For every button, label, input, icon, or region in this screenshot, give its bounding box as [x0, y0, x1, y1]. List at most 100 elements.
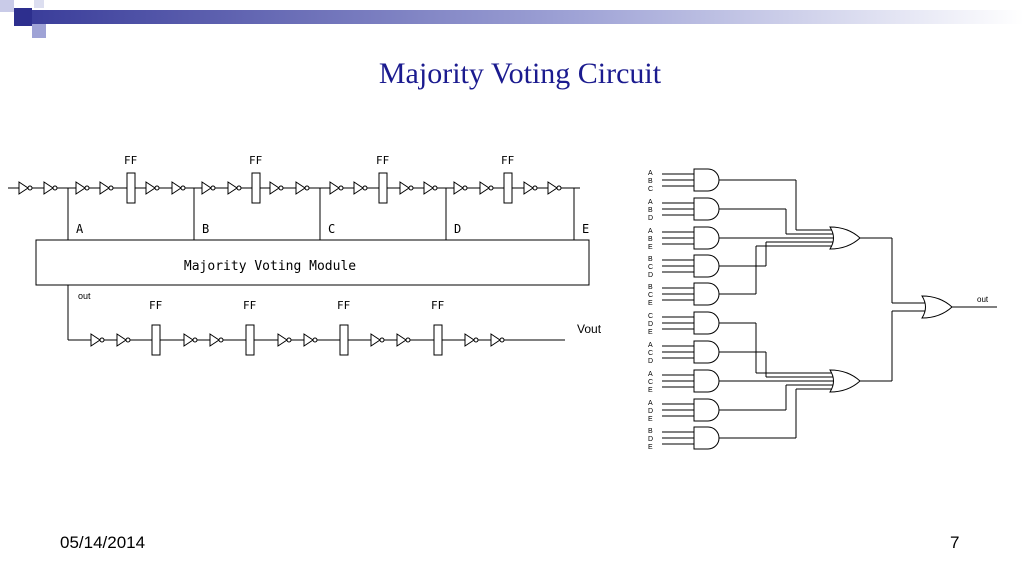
inverter-gate — [453, 181, 464, 195]
and-input-label: E — [648, 387, 653, 394]
inverter-bubble — [432, 185, 438, 191]
circuit-wires — [8, 173, 997, 445]
or-gate-upper — [829, 226, 861, 250]
inverter-bubble — [99, 337, 105, 343]
inverter-gate — [43, 181, 54, 195]
and-input-label: C — [648, 379, 653, 386]
inverter-gate — [329, 181, 340, 195]
and-input-label: B — [648, 178, 653, 185]
flip-flop — [339, 324, 349, 356]
and-input-label: D — [648, 408, 653, 415]
inverter-gate — [479, 181, 490, 195]
and-gate — [693, 226, 720, 250]
header-square-dark — [14, 8, 32, 26]
and-input-label: C — [648, 292, 653, 299]
ff-label: FF — [337, 299, 350, 312]
and-gate — [693, 369, 720, 393]
ff-label: FF — [431, 299, 444, 312]
inverter-gate — [145, 181, 156, 195]
circuit-components — [18, 168, 953, 450]
vout-label: Vout — [577, 322, 602, 336]
and-input-label: A — [648, 371, 653, 378]
inverter-gate — [18, 181, 29, 195]
slide-title: Majority Voting Circuit — [378, 57, 662, 90]
inverter-bubble — [362, 185, 368, 191]
and-input-label: A — [648, 228, 653, 235]
inverter-gate — [183, 333, 194, 347]
inverter-bubble — [108, 185, 114, 191]
inverter-gate — [523, 181, 534, 195]
and-input-label: D — [648, 436, 653, 443]
inverter-gate — [269, 181, 280, 195]
tap-label: C — [328, 222, 335, 236]
tap-label: D — [454, 222, 461, 236]
and-gate — [693, 426, 720, 450]
inverter-gate — [370, 333, 381, 347]
inverter-bubble — [27, 185, 33, 191]
inverter-bubble — [462, 185, 468, 191]
header-square-white — [34, 0, 44, 8]
inverter-gate — [99, 181, 110, 195]
and-input-label: C — [648, 313, 653, 320]
inverter-gate — [209, 333, 220, 347]
and-gate — [693, 398, 720, 422]
header-square-mid — [32, 24, 46, 38]
final-out-label: out — [977, 295, 989, 304]
inverter-gate — [201, 181, 212, 195]
flip-flop — [503, 172, 513, 204]
and-input-label: A — [648, 400, 653, 407]
header-square-light — [0, 0, 14, 12]
inverter-gate — [464, 333, 475, 347]
and-input-label: E — [648, 244, 653, 251]
ff-label: FF — [243, 299, 256, 312]
module-label: Majority Voting Module — [184, 259, 356, 274]
inverter-bubble — [304, 185, 310, 191]
flip-flop — [245, 324, 255, 356]
inverter-bubble — [52, 185, 58, 191]
flip-flop — [251, 172, 261, 204]
inverter-bubble — [180, 185, 186, 191]
inverter-bubble — [192, 337, 198, 343]
inverter-bubble — [473, 337, 479, 343]
and-gate — [693, 254, 720, 278]
inverter-bubble — [84, 185, 90, 191]
inverter-bubble — [312, 337, 318, 343]
and-input-label: B — [648, 428, 653, 435]
inverter-gate — [227, 181, 238, 195]
footer-date: 05/14/2014 — [60, 533, 146, 552]
and-input-label: B — [648, 207, 653, 214]
inverter-gate — [396, 333, 407, 347]
tap-label: A — [76, 222, 84, 236]
ff-label: FF — [501, 154, 514, 167]
and-input-label: A — [648, 199, 653, 206]
and-input-label: E — [648, 416, 653, 423]
or-gate-final — [921, 295, 953, 319]
and-gate — [693, 282, 720, 306]
and-input-label: B — [648, 284, 653, 291]
inverter-gate — [399, 181, 410, 195]
inverter-bubble — [278, 185, 284, 191]
flip-flop — [126, 172, 136, 204]
and-gate — [693, 197, 720, 221]
inverter-bubble — [236, 185, 242, 191]
inverter-bubble — [338, 185, 344, 191]
ff-label: FF — [249, 154, 262, 167]
and-input-label: C — [648, 186, 653, 193]
flip-flop — [378, 172, 388, 204]
inverter-gate — [75, 181, 86, 195]
and-input-label: C — [648, 264, 653, 271]
inverter-bubble — [499, 337, 505, 343]
inverter-gate — [295, 181, 306, 195]
majority-voting-module — [35, 239, 590, 286]
and-gate — [693, 168, 720, 192]
ff-label: FF — [124, 154, 137, 167]
inverter-gate — [547, 181, 558, 195]
inverter-bubble — [408, 185, 414, 191]
and-input-label: D — [648, 321, 653, 328]
module-out-label: out — [78, 291, 91, 301]
tap-label: B — [202, 222, 209, 236]
inverter-bubble — [218, 337, 224, 343]
and-input-label: D — [648, 215, 653, 222]
